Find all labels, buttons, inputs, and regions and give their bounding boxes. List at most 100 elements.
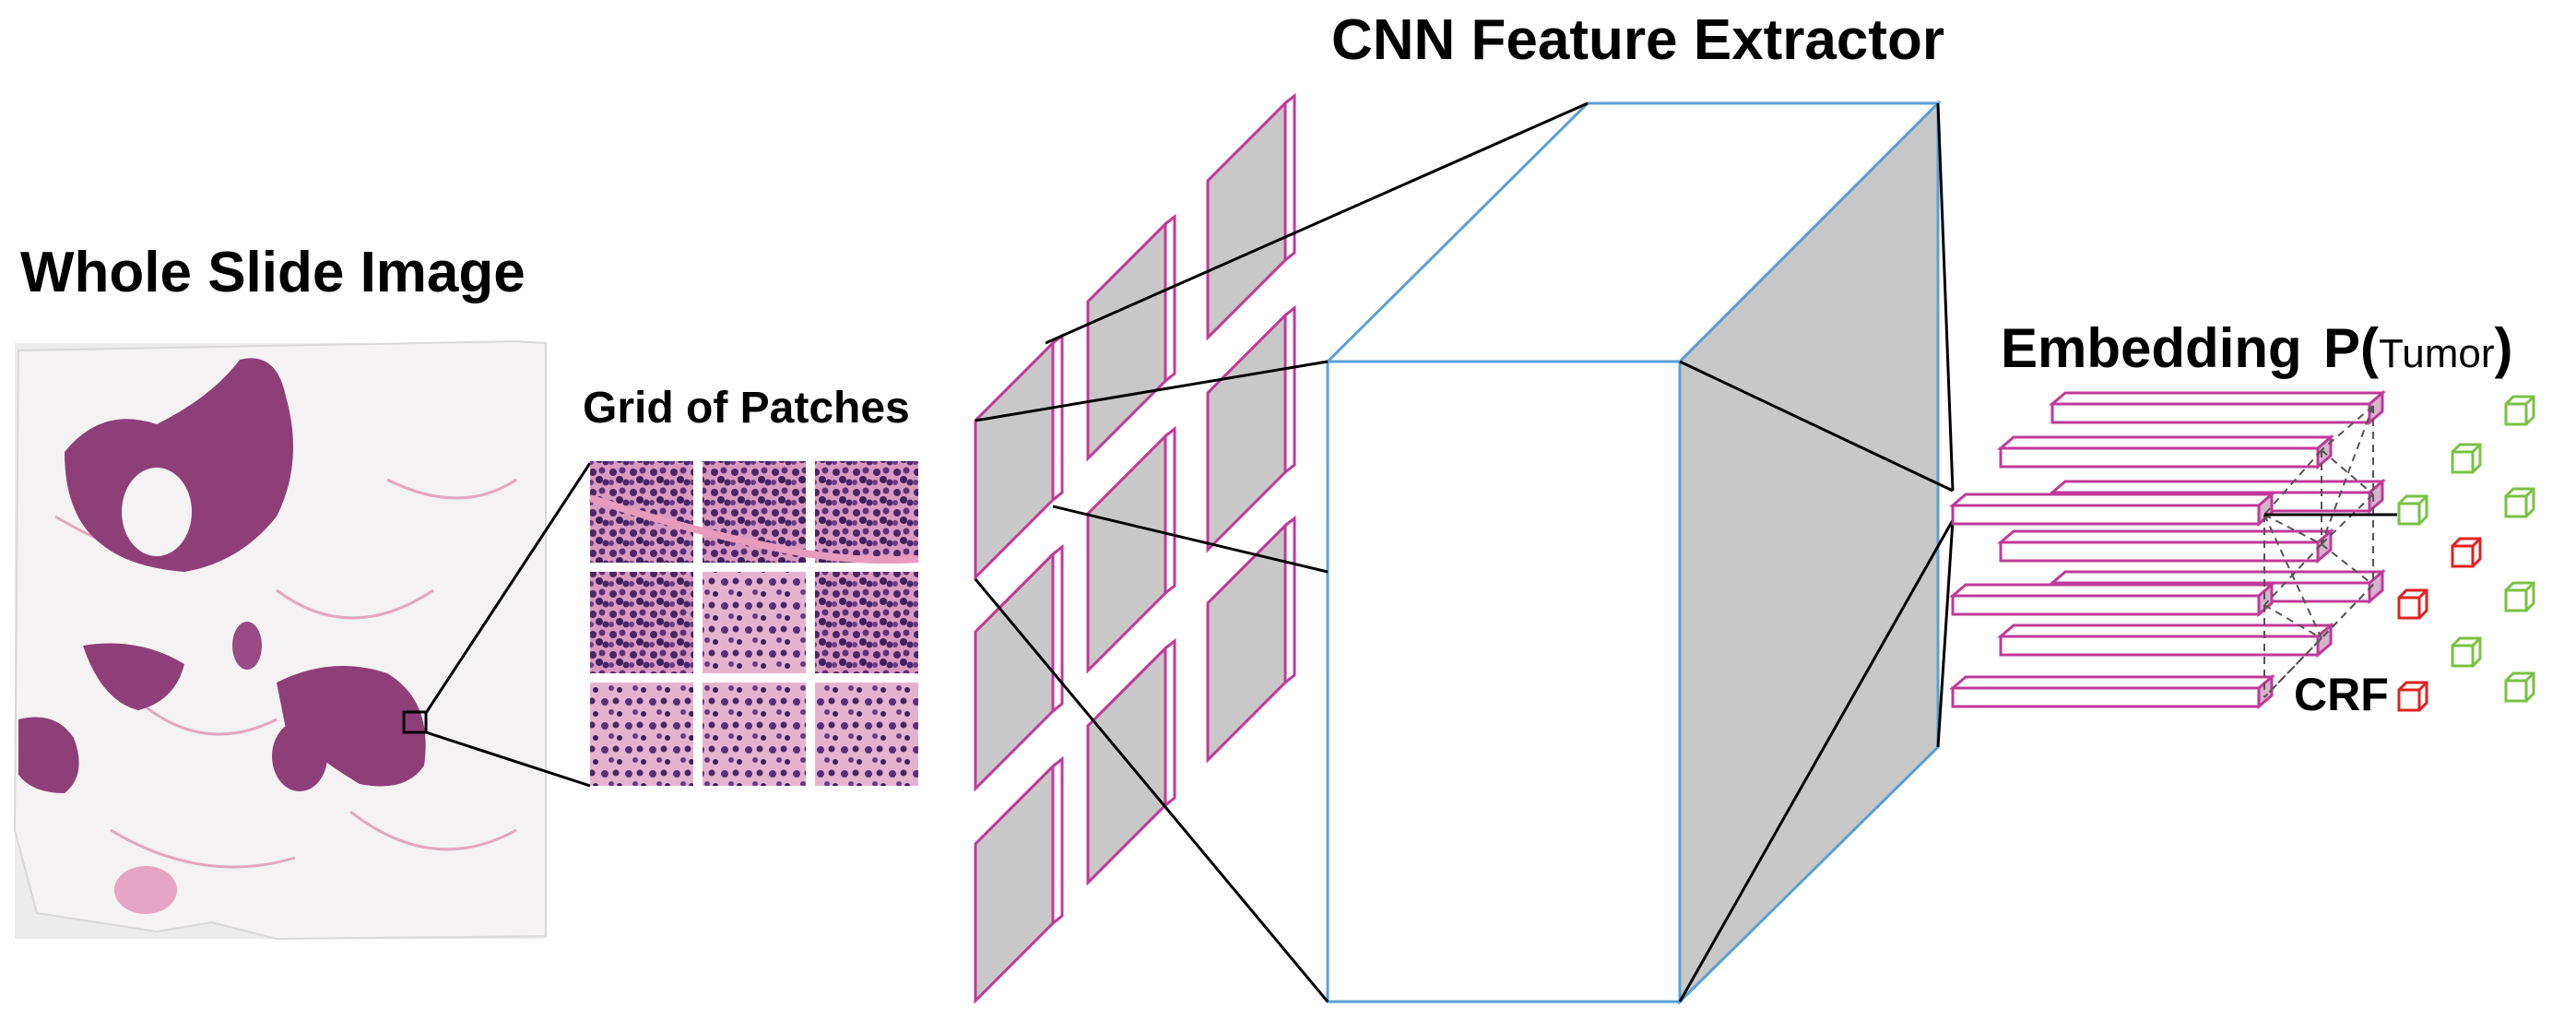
embedding-bar-top (2048, 391, 2387, 406)
embedding-bar (1951, 686, 2261, 708)
tumor-region-tiny (232, 622, 262, 670)
crf-edge (2321, 405, 2374, 545)
crf-edge (2321, 405, 2374, 451)
output-cube-tumor (2397, 596, 2421, 620)
patch-panels (974, 92, 1296, 1004)
output-cube-edge (2417, 588, 2428, 600)
patch-to-cnn-lines (974, 101, 1589, 1003)
patch-7 (590, 683, 693, 786)
patch-9 (815, 683, 918, 786)
whole-slide-image (13, 339, 547, 941)
crf-edge (2321, 543, 2374, 586)
tumor-region-right (277, 666, 426, 787)
output-cube-normal (2504, 588, 2528, 612)
wsi-title: Whole Slide Image (20, 241, 526, 304)
zoom-line-bottom (425, 730, 591, 788)
tumor-region-top (65, 358, 293, 572)
output-cube-edge (2524, 487, 2535, 498)
tumor-region-mid (83, 643, 184, 710)
prob-label: P(Tumor) (2323, 317, 2512, 379)
output-cube-tumor (2451, 544, 2475, 568)
output-cube-edge (2417, 494, 2428, 505)
patch-panel (1206, 312, 1287, 553)
tumor-region-small (272, 721, 327, 791)
connector-line (1936, 519, 1955, 748)
zoom-line-top (424, 462, 592, 714)
patch-panel (974, 763, 1055, 1004)
embedding-bar-top (1996, 435, 2335, 450)
crf-connections (2263, 405, 2397, 698)
cnn-title: CNN Feature Extractor (1331, 8, 1944, 72)
output-cube-edge (2471, 636, 2482, 647)
embedding-title: Embedding (2001, 317, 2302, 379)
cnn-front-face (1326, 360, 1682, 1003)
patch-panel (1206, 522, 1287, 764)
cnn-block (1324, 100, 1942, 1005)
patch-panel (1086, 220, 1167, 462)
grid-title: Grid of Patches (583, 384, 910, 433)
embedding-bar-top (2048, 480, 2387, 494)
patch-panel (1086, 645, 1167, 886)
patch-3 (815, 461, 918, 563)
output-cube-edge (2524, 671, 2535, 683)
embedding-bar-top (1948, 493, 2276, 507)
patch-panel (1206, 100, 1287, 341)
embedding-bar-top (1948, 675, 2276, 690)
pink-region (114, 866, 177, 914)
patch-panel (974, 551, 1055, 792)
embedding-bar (1999, 446, 2320, 469)
output-cube-normal (2504, 402, 2528, 426)
connector-line (1679, 360, 1954, 493)
cnn-to-embedding-lines (1678, 102, 1955, 1003)
output-cube-normal (2504, 494, 2528, 518)
embedding-bar (1951, 594, 2261, 616)
crf-edge (2263, 514, 2322, 639)
output-cube-normal (2504, 679, 2528, 703)
connector-line (1678, 519, 1955, 1003)
embedding-bar (1999, 540, 2320, 563)
patch-panel (974, 339, 1055, 581)
connector-line (974, 578, 1329, 1003)
crf-edge (2263, 514, 2322, 545)
output-cube-edge (2524, 395, 2535, 406)
output-cube-normal (2451, 450, 2475, 474)
crf-edge (2263, 584, 2374, 698)
embedding-bars (1948, 389, 2387, 710)
embedding-bar-top (1996, 529, 2335, 544)
embedding-bar-top (1948, 583, 2276, 598)
output-cube-edge (2471, 443, 2482, 454)
embedding-bar (2050, 402, 2371, 424)
patch-5 (703, 572, 806, 673)
prob-inner: Tumor (2379, 331, 2495, 376)
patch-4 (590, 572, 693, 673)
collagen-band (588, 494, 919, 564)
embedding-bar-top (1996, 623, 2335, 638)
connector-line (1045, 101, 1589, 345)
patch-panel (1086, 433, 1167, 674)
crf-edge (2321, 449, 2374, 495)
output-cube-normal (2451, 644, 2475, 668)
embedding-bar (1999, 635, 2320, 657)
tumor-hole (122, 468, 192, 556)
embedding-bar-top (2048, 570, 2387, 585)
crf-label: CRF (2294, 669, 2389, 720)
prob-prefix: P( (2323, 317, 2379, 379)
prob-suffix: ) (2495, 317, 2513, 379)
output-cube-edge (2524, 581, 2535, 592)
slide-selection-box (402, 710, 428, 734)
output-cube-normal (2397, 502, 2421, 526)
output-cube-tumor (2397, 688, 2421, 712)
crf-edge (2263, 604, 2322, 639)
tumor-region-left (18, 717, 79, 793)
output-cube-edge (2471, 537, 2482, 548)
output-cubes (2397, 395, 2535, 712)
connector-line (1936, 102, 1955, 492)
embedding-bar (1951, 504, 2261, 526)
patch-6 (815, 572, 918, 673)
connector-line (1052, 505, 1329, 574)
connector-line (975, 360, 1329, 422)
output-cube-edge (2417, 681, 2428, 692)
crf-edge (2263, 449, 2322, 516)
patch-8 (703, 683, 806, 786)
